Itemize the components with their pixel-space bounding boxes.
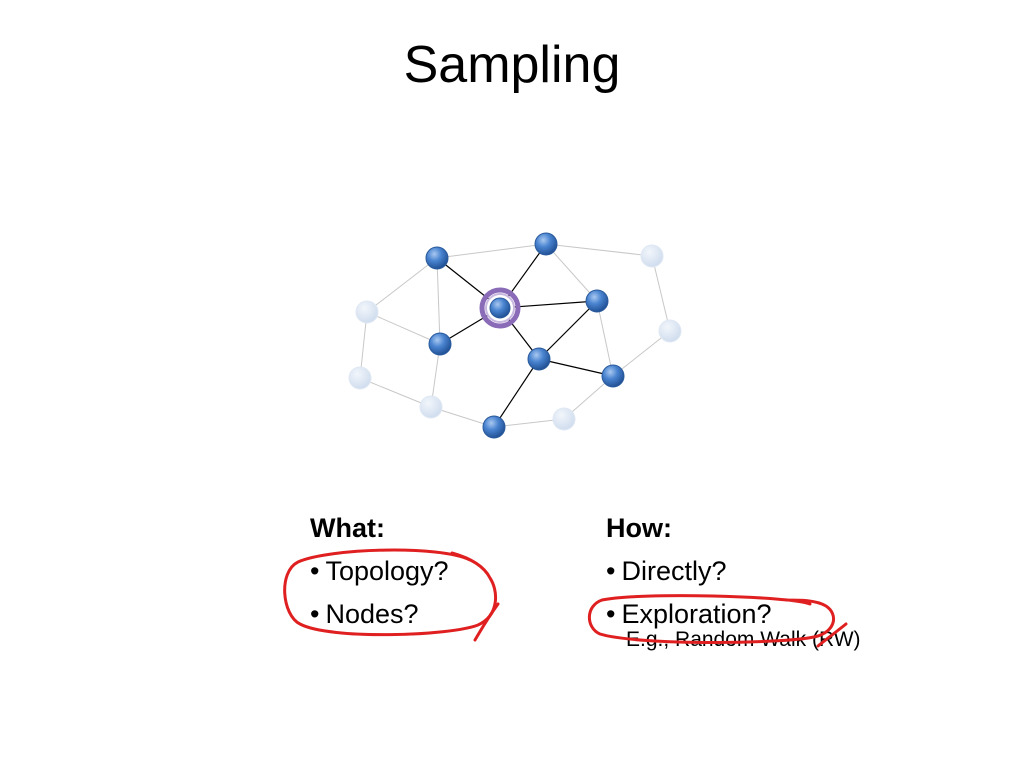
edge-n3-n5 — [538, 300, 598, 360]
graph-node-n5 — [527, 347, 551, 371]
graph-node-n2 — [534, 232, 558, 256]
edge-n1-f1 — [366, 257, 438, 313]
edge-f5-f6 — [651, 255, 671, 332]
bullet-dot: • — [606, 599, 616, 629]
graph-node-f4 — [552, 407, 576, 431]
example-text: E.g., Random Walk (RW) — [626, 628, 861, 651]
edge-n1-n2 — [436, 243, 547, 259]
graph-nodes — [348, 232, 682, 439]
edge-n5-n7 — [493, 358, 540, 428]
edge-f2-f3 — [359, 377, 432, 408]
graph-node-f1 — [355, 300, 379, 324]
graph-node-f5 — [640, 244, 664, 268]
bullet-dot: • — [606, 556, 616, 586]
graph-node-f6 — [658, 319, 682, 343]
bullet-directly: •Directly? — [606, 556, 727, 586]
how-column: How: •Directly? •Exploration? E.g., Rand… — [606, 507, 861, 652]
graph-node-f2 — [348, 366, 372, 390]
bullet-topology: •Topology? — [310, 556, 449, 586]
edge-n4-f1 — [366, 311, 441, 345]
what-column: What: •Topology? •Nodes? — [310, 507, 449, 636]
graph-node-n1 — [425, 246, 449, 270]
bullet-dot: • — [310, 556, 320, 586]
selected-node-ring — [479, 287, 521, 329]
graph-node-n7 — [482, 415, 506, 439]
how-heading: How: — [606, 513, 672, 543]
edge-n5-n6 — [538, 358, 614, 377]
edge-n2-f5 — [545, 243, 653, 257]
graph-node-n4 — [428, 332, 452, 356]
edge-n1-n4 — [436, 257, 441, 345]
bullet-nodes: •Nodes? — [310, 599, 419, 629]
what-heading: What: — [310, 513, 385, 543]
edge-n7-f4 — [493, 418, 565, 428]
graph-node-f3 — [419, 395, 443, 419]
edge-n2-n3 — [545, 243, 598, 302]
graph-edges — [359, 243, 671, 428]
edge-f6-n6 — [612, 330, 671, 377]
edge-n3-n6 — [596, 300, 614, 377]
graph-node-n6 — [601, 364, 625, 388]
graph-node-n3 — [585, 289, 609, 313]
graph-node-center — [489, 297, 511, 319]
slide-title: Sampling — [403, 36, 621, 94]
bullet-dot: • — [310, 599, 320, 629]
